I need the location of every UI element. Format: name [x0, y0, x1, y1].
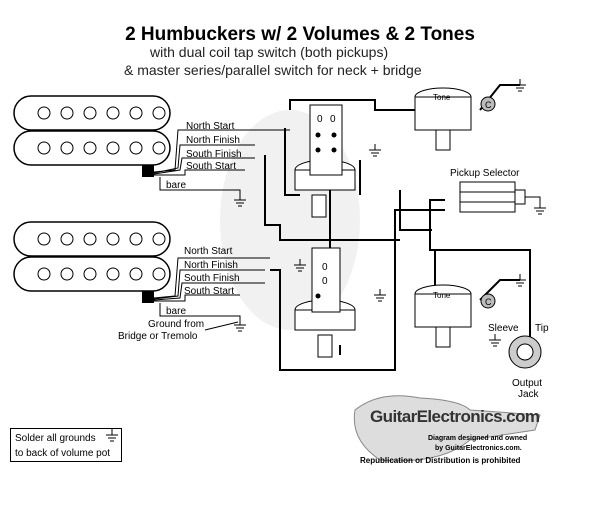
- wire-label-north-start-1: North Start: [186, 121, 235, 132]
- jack-label-line-1: Output: [512, 378, 542, 389]
- wire-label-south-finish-1: South Finish: [186, 149, 242, 160]
- wire-label-north-start-2: North Start: [184, 246, 233, 257]
- pole-piece: [106, 267, 120, 281]
- pole-piece: [60, 106, 74, 120]
- wire-label-north-finish-1: North Finish: [186, 135, 240, 146]
- pickup-selector-switch: Pickup Selector: [450, 168, 541, 213]
- capacitor-icon: [480, 293, 496, 309]
- pole-piece: [37, 267, 51, 281]
- solder-grounds-note: Solder all grounds to back of volume pot: [10, 428, 122, 462]
- pole-piece: [83, 232, 97, 246]
- guitarelectronics-logo: GuitarElectronics.com Diagram designed a…: [353, 395, 541, 465]
- pole-piece: [37, 106, 51, 120]
- ground-icon: [489, 334, 501, 347]
- bridge-tone-pot: Tone C: [414, 284, 496, 348]
- pole-piece: [37, 232, 51, 246]
- pole-piece: [60, 232, 74, 246]
- ground-icon: [374, 289, 386, 302]
- pole-piece: [83, 267, 97, 281]
- tone-label: Tone: [433, 93, 451, 102]
- wire-label-south-start-2: South Start: [184, 286, 234, 297]
- bridge-humbucker: [13, 221, 171, 303]
- jack-label-line-2: Jack: [518, 389, 540, 400]
- neck-humbucker: [13, 95, 171, 177]
- neck-tone-pot: Tone C: [414, 87, 496, 151]
- wire-label-bare-1: bare: [166, 180, 186, 191]
- switch-label: 0: [330, 114, 336, 125]
- pole-piece: [129, 106, 143, 120]
- switch-label: 0: [322, 262, 328, 273]
- tone-label: Tone: [433, 291, 451, 300]
- ground-note-line-2: Bridge or Tremolo: [118, 331, 198, 342]
- ground-icon: [106, 429, 118, 442]
- pole-piece: [60, 267, 74, 281]
- ground-arrow: [204, 321, 239, 331]
- wire-label-south-finish-2: South Finish: [184, 273, 240, 284]
- ground-note-line-1: Ground from: [148, 319, 204, 330]
- ground-icon: [514, 274, 526, 287]
- logo-line-2: by GuitarElectronics.com.: [435, 445, 522, 452]
- solder-note-line-1: Solder all grounds: [15, 433, 96, 444]
- capacitor-label: C: [485, 100, 492, 110]
- logo-line-1: Diagram designed and owned: [428, 435, 527, 442]
- wire-label-south-start-1: South Start: [186, 161, 236, 172]
- pole-piece: [83, 141, 97, 155]
- capacitor-icon: [480, 96, 496, 112]
- wire-label-bare-2: bare: [166, 306, 186, 317]
- jack-tip-label: Tip: [535, 323, 549, 334]
- pole-piece: [106, 232, 120, 246]
- pole-piece: [37, 141, 51, 155]
- pole-piece: [129, 232, 143, 246]
- pole-piece: [106, 106, 120, 120]
- pole-piece: [129, 141, 143, 155]
- capacitor-label: C: [485, 297, 492, 307]
- pole-piece: [152, 106, 166, 120]
- bridge-volume-pot: 0 0: [294, 247, 356, 358]
- jack-sleeve-label: Sleeve: [488, 323, 519, 334]
- neck-volume-pot: 0 0: [294, 104, 356, 218]
- logo-line-3: Republication or Distribution is prohibi…: [360, 456, 521, 465]
- logo-brand: GuitarElectronics.com: [370, 407, 540, 426]
- pole-piece: [152, 267, 166, 281]
- pole-piece: [106, 141, 120, 155]
- solder-note-line-2: to back of volume pot: [15, 448, 111, 459]
- ground-icon: [234, 194, 246, 207]
- pole-piece: [60, 141, 74, 155]
- ground-icon: [514, 79, 526, 92]
- diagram-title: 2 Humbuckers w/ 2 Volumes & 2 Tones: [125, 24, 475, 45]
- subtitle-line-2: & master series/parallel switch for neck…: [124, 62, 422, 78]
- pole-piece: [152, 232, 166, 246]
- wire-label-north-finish-2: North Finish: [184, 260, 238, 271]
- pole-piece: [83, 106, 97, 120]
- subtitle-line-1: with dual coil tap switch (both pickups): [150, 44, 389, 60]
- output-jack: Sleeve Tip Output Jack: [488, 323, 549, 400]
- ground-icon: [369, 144, 381, 157]
- pole-piece: [129, 267, 143, 281]
- ground-symbols: [106, 79, 546, 442]
- switch-label: 0: [322, 276, 328, 287]
- switch-label: 0: [317, 114, 323, 125]
- pickup-selector-label: Pickup Selector: [450, 168, 520, 179]
- ground-icon: [294, 259, 306, 272]
- ground-icon: [234, 319, 246, 332]
- pole-piece: [152, 141, 166, 155]
